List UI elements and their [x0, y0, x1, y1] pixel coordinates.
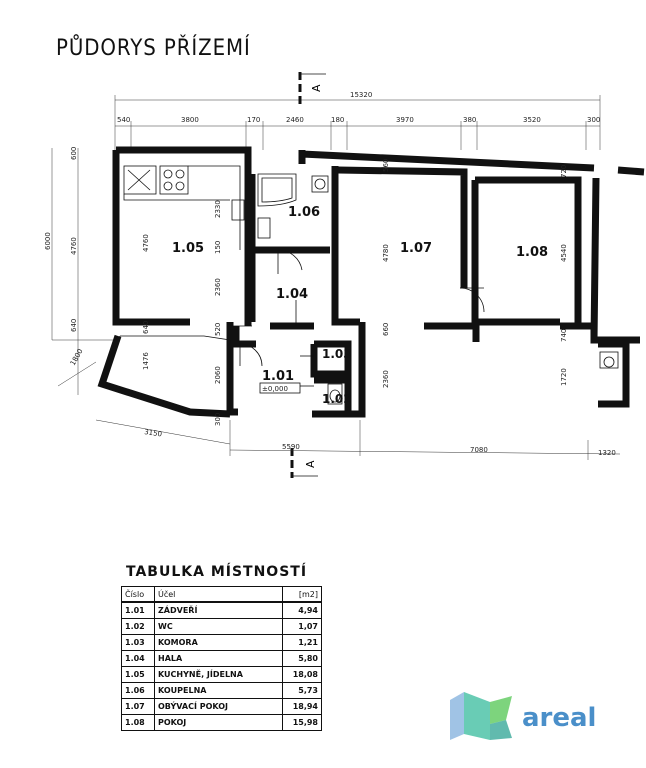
room-label-1-04: 1.04 — [276, 287, 308, 302]
dim-top-1: 3800 — [181, 116, 199, 124]
svg-text:1720: 1720 — [560, 368, 568, 386]
kitchen-fixtures — [123, 165, 245, 250]
svg-text:A: A — [304, 460, 317, 468]
svg-text:4760: 4760 — [142, 234, 150, 252]
svg-text:7080: 7080 — [470, 446, 488, 454]
svg-text:2360: 2360 — [214, 278, 222, 296]
svg-text:560: 560 — [382, 159, 390, 172]
svg-text:4780: 4780 — [382, 244, 390, 262]
svg-text:1476: 1476 — [142, 352, 150, 370]
dim-top-4: 180 — [331, 116, 344, 124]
svg-text:720: 720 — [560, 165, 568, 178]
room-label-1-01: 1.01 — [262, 369, 294, 384]
logo-text: areal — [522, 703, 596, 733]
svg-text:A: A — [310, 84, 323, 92]
svg-text:1320: 1320 — [598, 449, 616, 457]
svg-text:2330: 2330 — [214, 200, 222, 218]
svg-text:520: 520 — [214, 323, 222, 336]
dim-overall: 15320 — [350, 91, 372, 99]
svg-text:640: 640 — [142, 321, 150, 334]
bottom-dimensions: 3150 5590 7080 1320 — [95, 419, 621, 460]
room-label-1-08: 1.08 — [516, 245, 548, 260]
walls — [97, 146, 645, 418]
dim-top-0: 540 — [117, 116, 130, 124]
section-marker-bottom: A — [290, 448, 318, 478]
svg-text:6000: 6000 — [44, 232, 52, 250]
doors — [230, 249, 485, 387]
dim-top-5: 3970 — [396, 116, 414, 124]
svg-text:150: 150 — [214, 241, 222, 254]
dim-top-8: 300 — [587, 116, 600, 124]
svg-text:4540: 4540 — [560, 244, 568, 262]
table-title: TABULKA MÍSTNOSTÍ — [126, 564, 308, 580]
bathroom-fixtures — [257, 173, 329, 239]
svg-text:1800: 1800 — [69, 348, 85, 367]
plan-title: PŮDORYS PŘÍZEMÍ — [56, 36, 251, 61]
inner-dimensions: 2330 150 2360 520 640 4760 1476 2060 300… — [142, 159, 568, 426]
dim-top-7: 3520 — [523, 116, 541, 124]
svg-text:2060: 2060 — [214, 366, 222, 384]
header-purpose: Účel — [154, 586, 283, 603]
svg-text:4760: 4760 — [70, 237, 78, 255]
room-label-1-06: 1.06 — [288, 205, 320, 220]
svg-text:2360: 2360 — [382, 370, 390, 388]
dim-top-3: 2460 — [286, 116, 304, 124]
header-area: [m2] — [282, 586, 322, 603]
table-header-row: Číslo Účel [m2] — [121, 586, 322, 603]
room-label-1-02: 1.02 — [322, 392, 352, 406]
svg-text:3150: 3150 — [144, 428, 163, 438]
svg-text:660: 660 — [382, 323, 390, 336]
svg-text:600: 600 — [70, 147, 78, 160]
wc-fixtures — [327, 351, 619, 405]
level-box — [259, 382, 301, 394]
svg-text:640: 640 — [70, 319, 78, 332]
room-label-1-07: 1.07 — [400, 241, 432, 256]
room-label-1-05: 1.05 — [172, 241, 204, 256]
top-dimensions: 15320 540 3800 170 2460 180 3970 380 352… — [114, 91, 600, 150]
floor-plan: 15320 540 3800 170 2460 180 3970 380 352… — [44, 72, 645, 478]
header-number: Číslo — [121, 586, 155, 603]
dim-top-6: 380 — [463, 116, 476, 124]
section-marker-top: A — [298, 72, 326, 106]
room-label-1-03: 1.03 — [322, 347, 352, 361]
areal-logo: areal — [450, 692, 596, 740]
svg-text:300: 300 — [214, 413, 222, 426]
level-mark: ±0,000 — [262, 385, 288, 393]
svg-text:5590: 5590 — [282, 443, 300, 451]
dim-top-2: 170 — [247, 116, 260, 124]
svg-text:740: 740 — [560, 329, 568, 342]
